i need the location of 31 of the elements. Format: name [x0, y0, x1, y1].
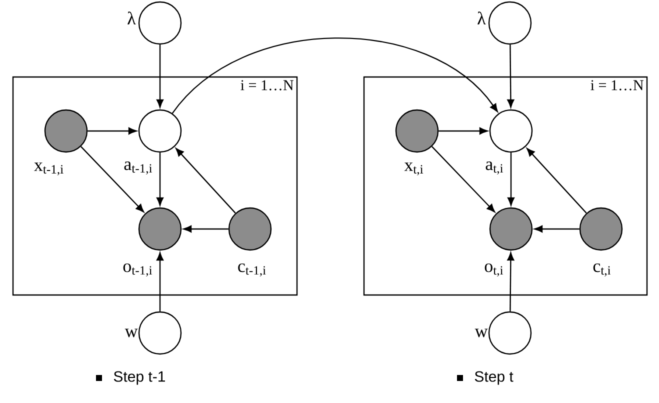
variable-label: λ — [128, 12, 136, 24]
arrow — [80, 146, 144, 212]
variable-label: a$_{t,i}$ — [486, 162, 504, 174]
variable-label: o$_{t,i}$ — [484, 263, 504, 276]
arrow — [438, 127, 488, 134]
arrow — [507, 152, 515, 206]
arrow — [507, 44, 514, 108]
arrow — [156, 44, 164, 108]
arrow — [156, 252, 164, 312]
variable-label: c$_{t-1,i}$ — [238, 263, 266, 276]
variable-label: c$_{t,i}$ — [593, 263, 611, 276]
arrow — [172, 38, 498, 114]
plate-label: i = 1…N — [240, 80, 294, 90]
arrow — [507, 252, 514, 312]
arrow — [88, 127, 137, 134]
arrow — [432, 146, 496, 212]
step-label: Step t-1 — [114, 371, 165, 385]
variable-label: o$_{t-1,i}$ — [123, 263, 152, 276]
plate-label: i = 1…N — [590, 80, 644, 90]
variable-label: x$_{t-1,i}$ — [34, 162, 64, 176]
variable-label: x$_{t,i}$ — [404, 162, 424, 176]
variable-label: a$_{t-1,i}$ — [124, 162, 152, 174]
arrow — [526, 148, 587, 214]
variable-label: λ — [478, 12, 486, 24]
step-label: Step t — [474, 371, 514, 385]
arrow — [156, 152, 164, 206]
arrow — [534, 225, 580, 232]
arrow — [176, 148, 236, 214]
variable-label: w — [474, 328, 488, 338]
arrow — [183, 225, 228, 232]
variable-label: w — [124, 328, 138, 338]
